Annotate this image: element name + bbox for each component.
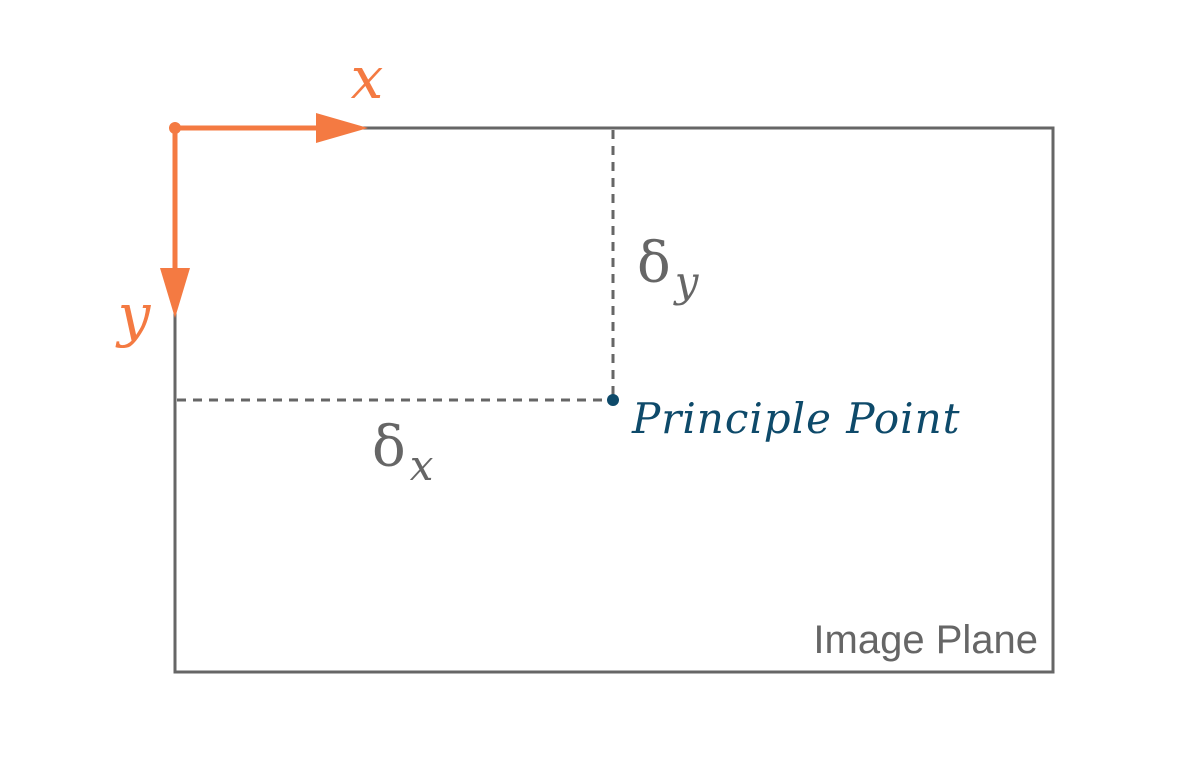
delta-y-symbol: δ xyxy=(637,231,671,296)
x-axis-arrowhead xyxy=(316,113,368,143)
delta-y-subscript: y xyxy=(673,257,700,306)
delta-y-label: δ y xyxy=(637,231,700,306)
principle-point-label: Principle Point xyxy=(631,394,961,443)
delta-x-subscript: x xyxy=(410,441,434,490)
delta-x-label: δ x xyxy=(372,415,434,490)
image-plane-frame xyxy=(173,126,1055,674)
delta-x-symbol: δ xyxy=(372,415,406,480)
origin-dot xyxy=(169,122,181,134)
principle-point-dot xyxy=(607,394,619,406)
y-axis-label: y xyxy=(115,281,152,349)
y-axis-arrowhead xyxy=(160,268,190,318)
image-plane-label: Image Plane xyxy=(813,618,1038,662)
x-axis-label: x xyxy=(351,44,384,112)
